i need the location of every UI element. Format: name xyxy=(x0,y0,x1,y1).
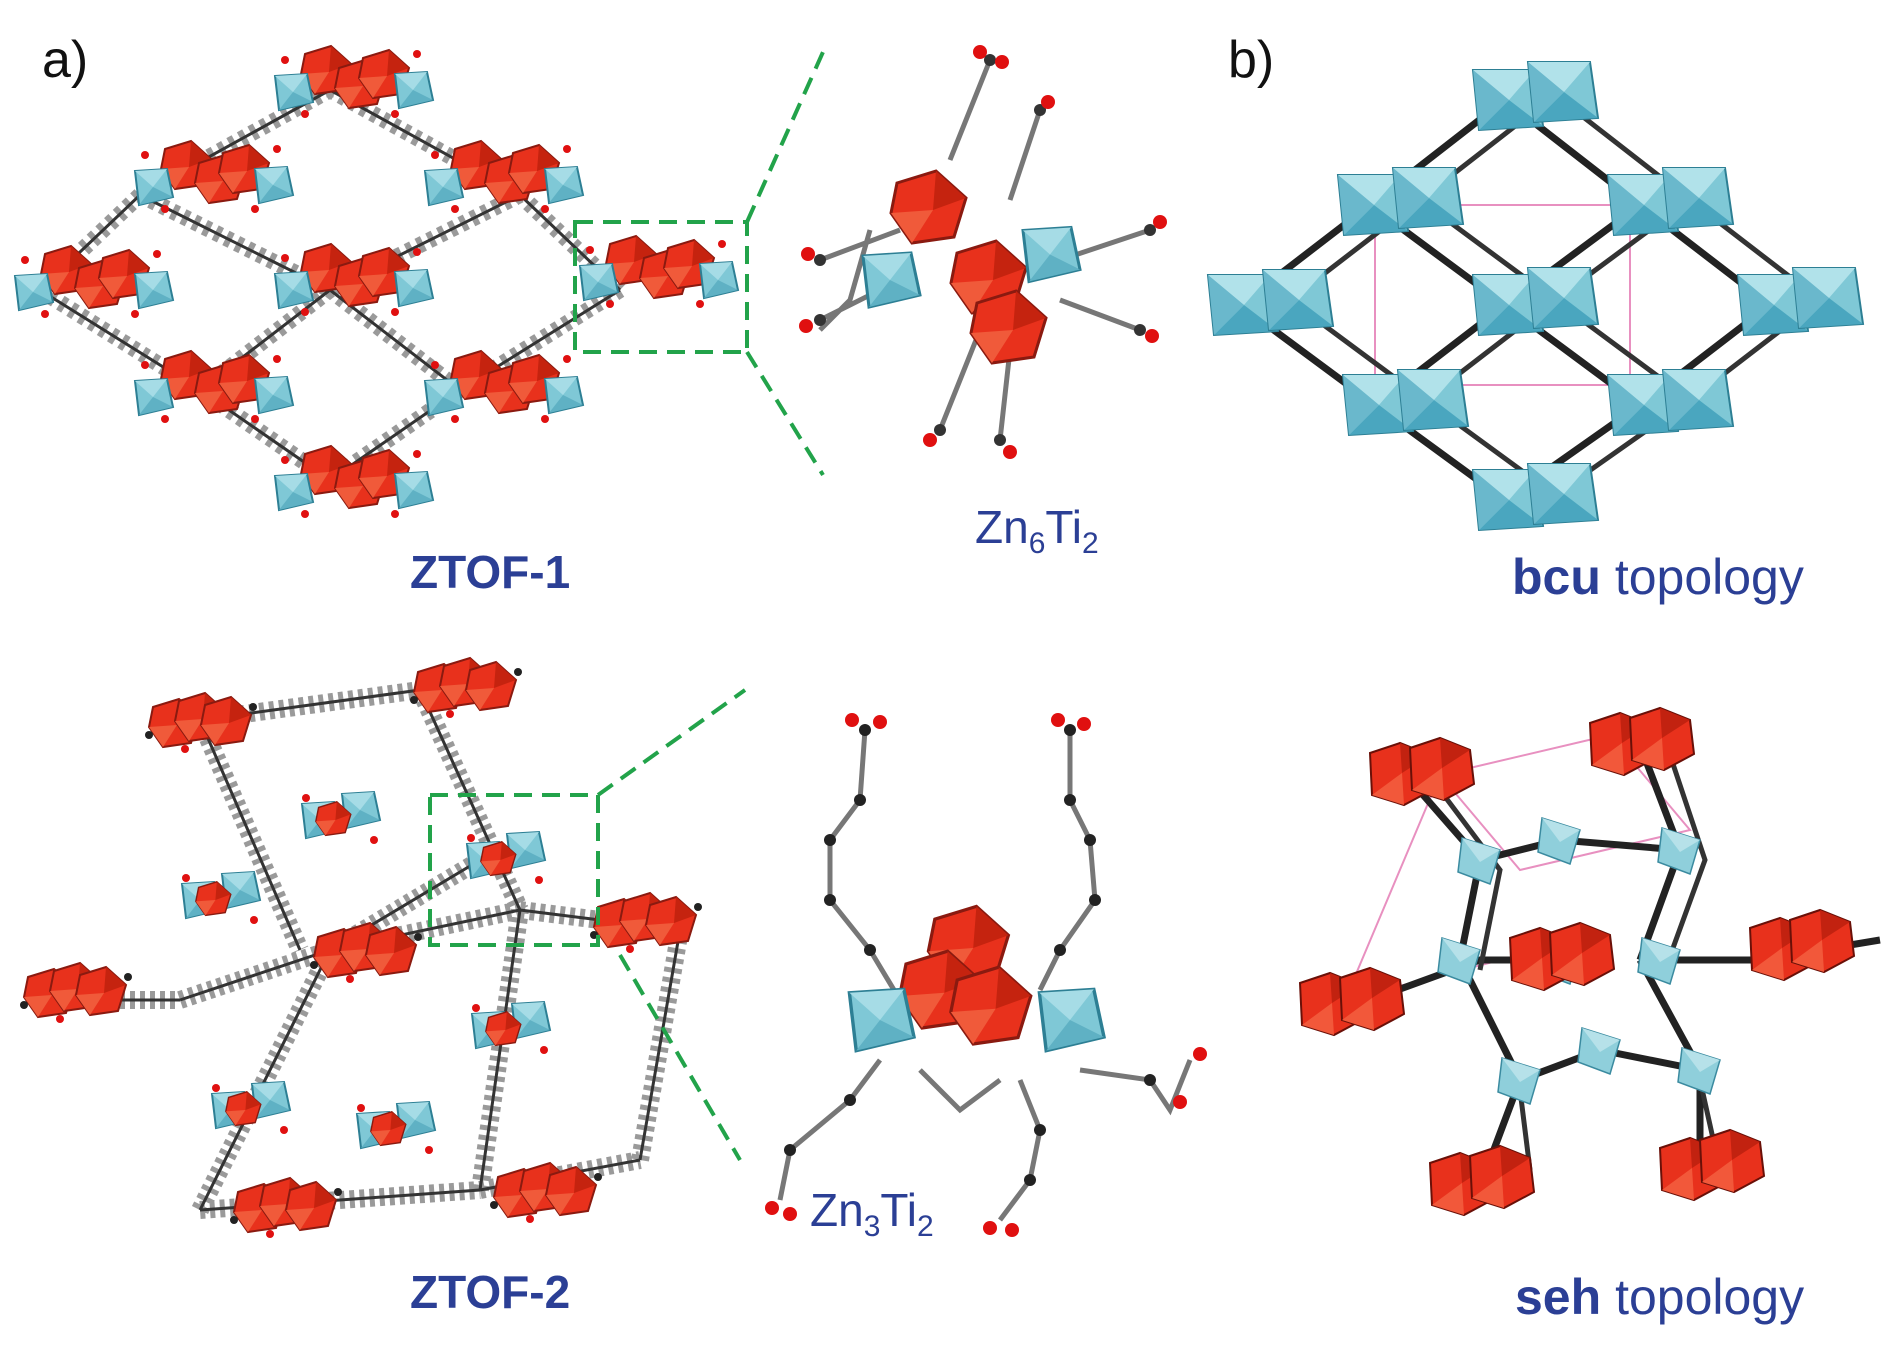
bcu-topology-label: bcu topology xyxy=(1512,548,1804,606)
zn3ti2-cluster xyxy=(765,713,1207,1237)
ztof1-framework xyxy=(34,82,626,487)
ztof1-label: ZTOF-1 xyxy=(410,546,571,598)
zn6ti2-formula: Zn6Ti2 xyxy=(975,500,1099,561)
formula-count-1: 6 xyxy=(1028,527,1046,560)
seh-topology-label: seh topology xyxy=(1515,1268,1804,1326)
ztof2-label: ZTOF-2 xyxy=(410,1266,571,1318)
panel-label-b: b) xyxy=(1228,31,1275,89)
formula-element-2: Ti xyxy=(1045,501,1082,553)
zoom-box-top xyxy=(573,51,825,477)
formula-count-1: 3 xyxy=(863,1210,881,1243)
seh-symbol: seh xyxy=(1515,1269,1602,1325)
formula-element-1: Zn xyxy=(975,501,1029,553)
formula-element-2: Ti xyxy=(880,1184,917,1236)
ztof2-framework xyxy=(20,658,702,1238)
formula-count-2: 2 xyxy=(917,1210,934,1243)
zoom-box-bottom xyxy=(428,688,747,1162)
zn3ti2-formula: Zn3Ti2 xyxy=(810,1183,934,1244)
zn6ti2-cluster xyxy=(799,45,1167,459)
bcu-symbol: bcu xyxy=(1512,549,1601,605)
seh-word: topology xyxy=(1615,1269,1805,1325)
seh-topology xyxy=(1299,707,1881,1216)
formula-element-1: Zn xyxy=(810,1184,864,1236)
bcu-word: topology xyxy=(1614,549,1804,605)
formula-count-2: 2 xyxy=(1082,527,1099,560)
panel-label-a: a) xyxy=(42,31,89,89)
bcu-topology xyxy=(1207,61,1864,531)
